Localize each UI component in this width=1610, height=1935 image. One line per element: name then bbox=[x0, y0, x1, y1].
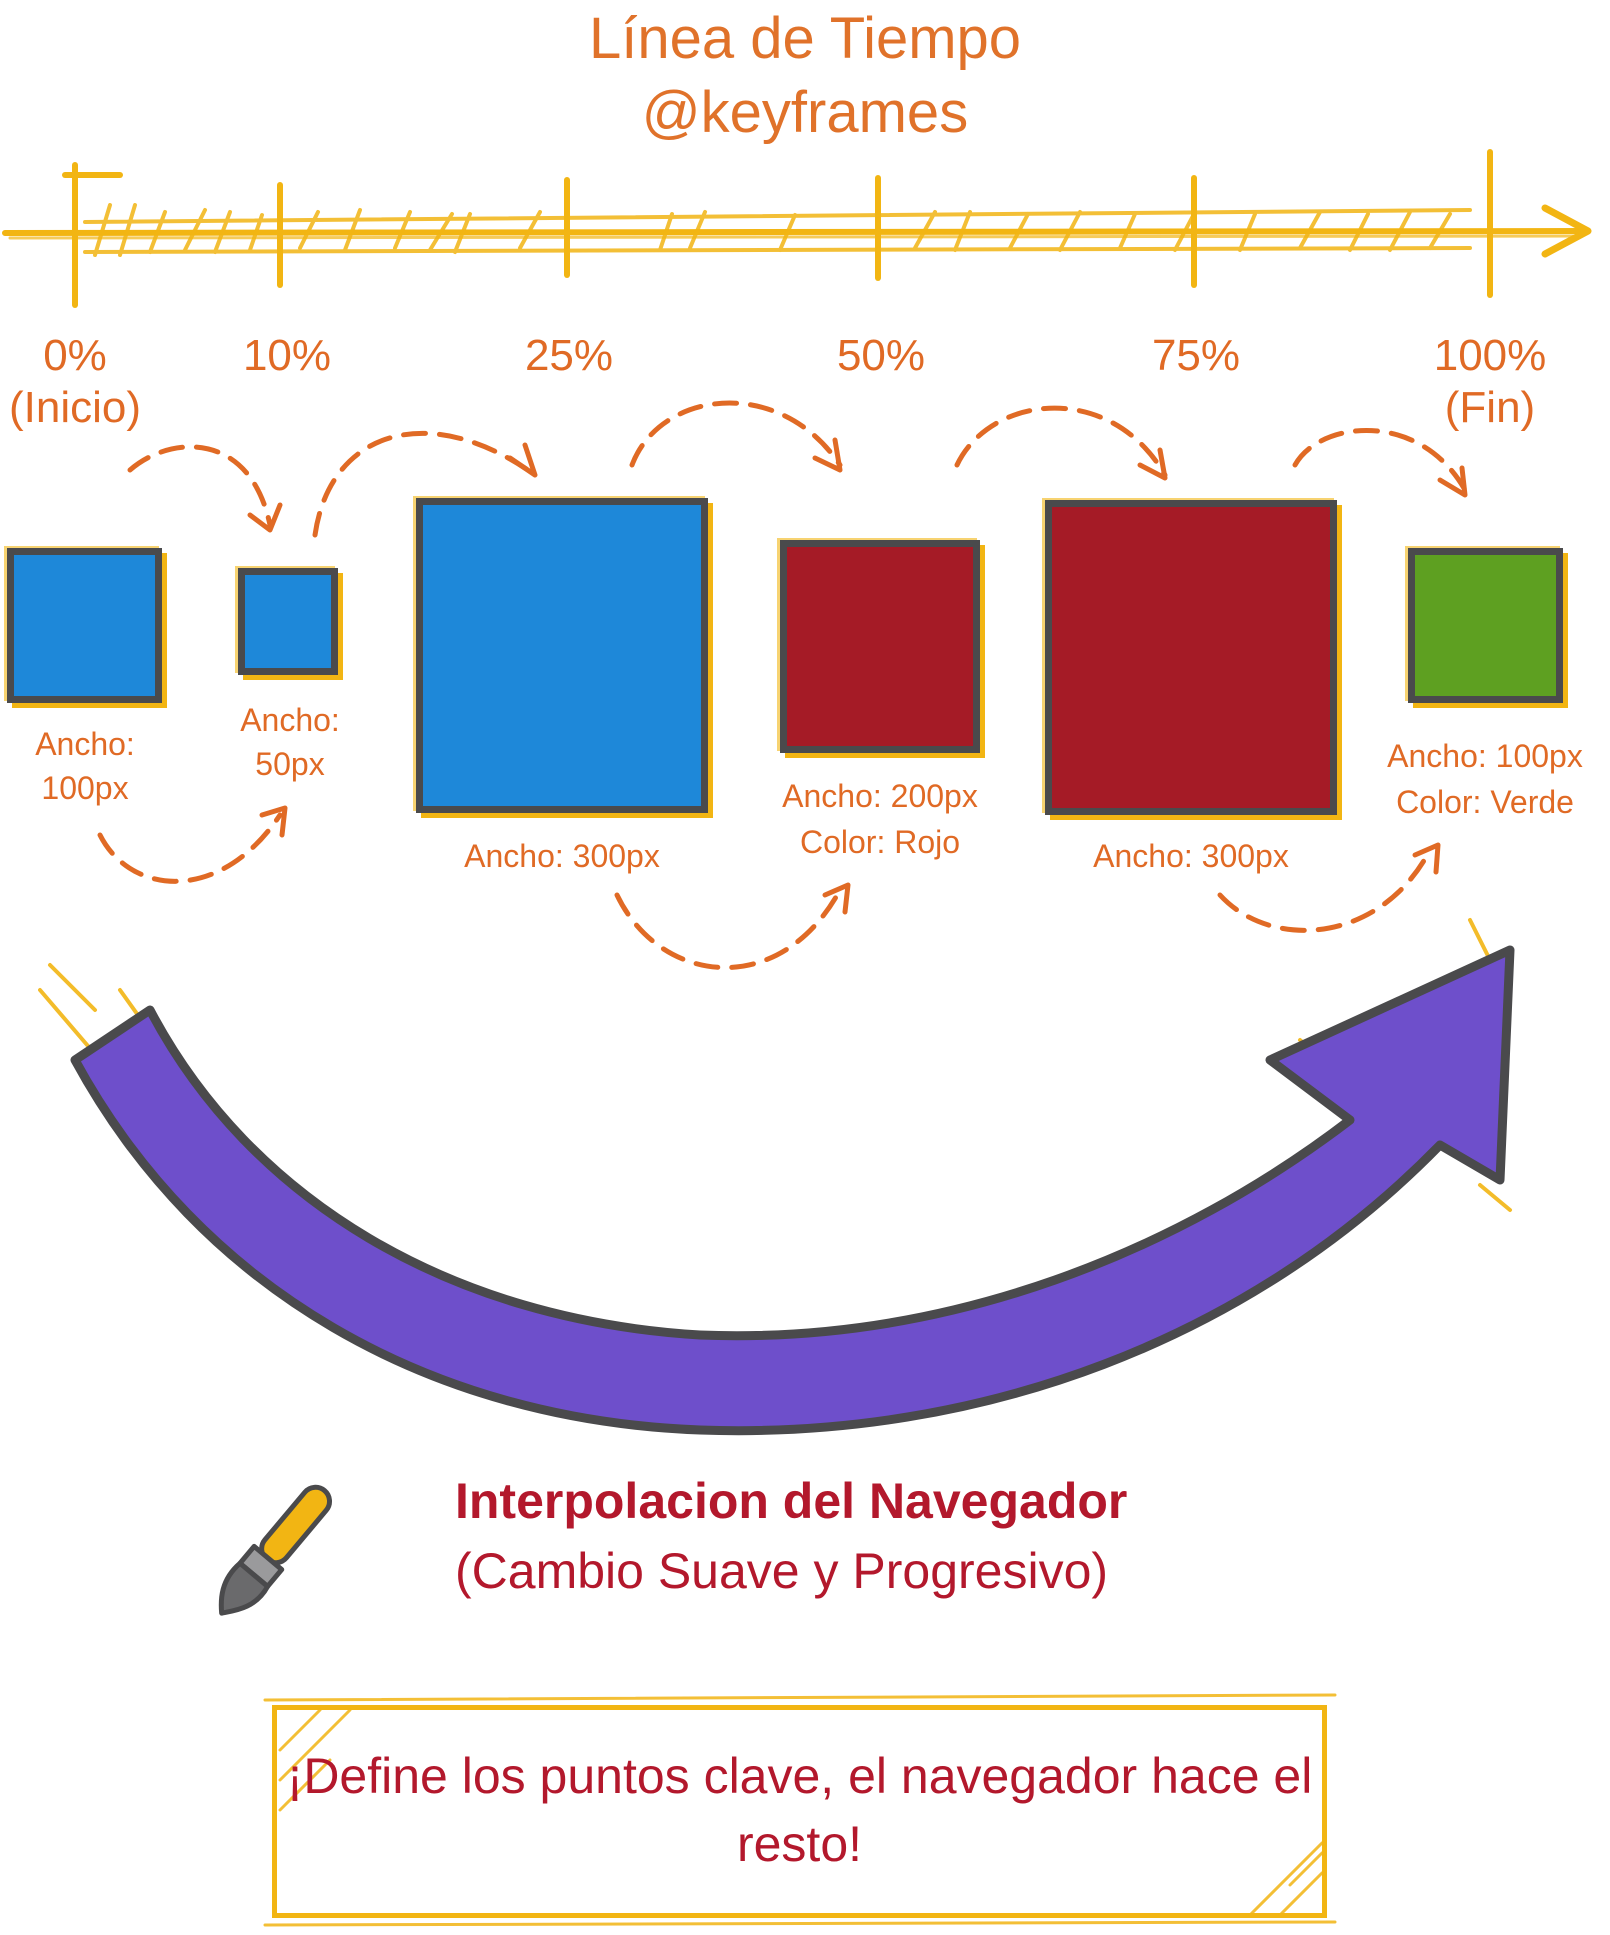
caption-10-line2: 50px bbox=[255, 746, 325, 782]
tick-label-25: 25% bbox=[524, 331, 614, 380]
keyframe-square-10 bbox=[238, 568, 338, 675]
caption-100-line2: Color: Verde bbox=[1396, 784, 1574, 820]
caption-0-line2: 100px bbox=[41, 770, 129, 806]
interpolation-subtitle: (Cambio Suave y Progresivo) bbox=[455, 1543, 1109, 1599]
caption-50-line2: Color: Rojo bbox=[799, 824, 961, 860]
caption-75-line1: Ancho: 300px bbox=[1093, 838, 1289, 874]
tick-label-0: 0% bbox=[43, 331, 107, 380]
caption-50-line1: Ancho: 200px bbox=[782, 778, 978, 814]
tick-label-75: 75% bbox=[1151, 331, 1241, 380]
keyframe-square-25 bbox=[416, 498, 708, 813]
keyframe-square-0 bbox=[7, 548, 162, 703]
tick-label-100-note: (Fin) bbox=[1444, 383, 1536, 432]
caption-100-line1: Ancho: 100px bbox=[1387, 738, 1583, 774]
caption-25-line1: Ancho: 300px bbox=[464, 838, 660, 874]
title-line-1: Línea de Tiempo bbox=[588, 6, 1022, 71]
keyframe-square-50 bbox=[780, 540, 980, 753]
tick-label-10: 10% bbox=[242, 331, 332, 380]
purple-arrow-shape bbox=[70, 945, 1515, 1436]
tick-label-0-note: (Inicio) bbox=[8, 383, 142, 432]
tick-label-50: 50% bbox=[836, 331, 926, 380]
title-line-2: @keyframes bbox=[641, 80, 969, 145]
note-text: ¡Define los puntos clave, el navegador h… bbox=[286, 1748, 1313, 1872]
keyframe-square-100 bbox=[1408, 548, 1563, 703]
caption-10-line1: Ancho: bbox=[240, 702, 340, 738]
tick-label-100: 100% bbox=[1433, 331, 1547, 380]
interpolation-title: Interpolacion del Navegador bbox=[455, 1473, 1128, 1529]
caption-0-line1: Ancho: bbox=[35, 726, 135, 762]
keyframe-square-75 bbox=[1045, 500, 1337, 815]
note-box bbox=[272, 1705, 1327, 1918]
